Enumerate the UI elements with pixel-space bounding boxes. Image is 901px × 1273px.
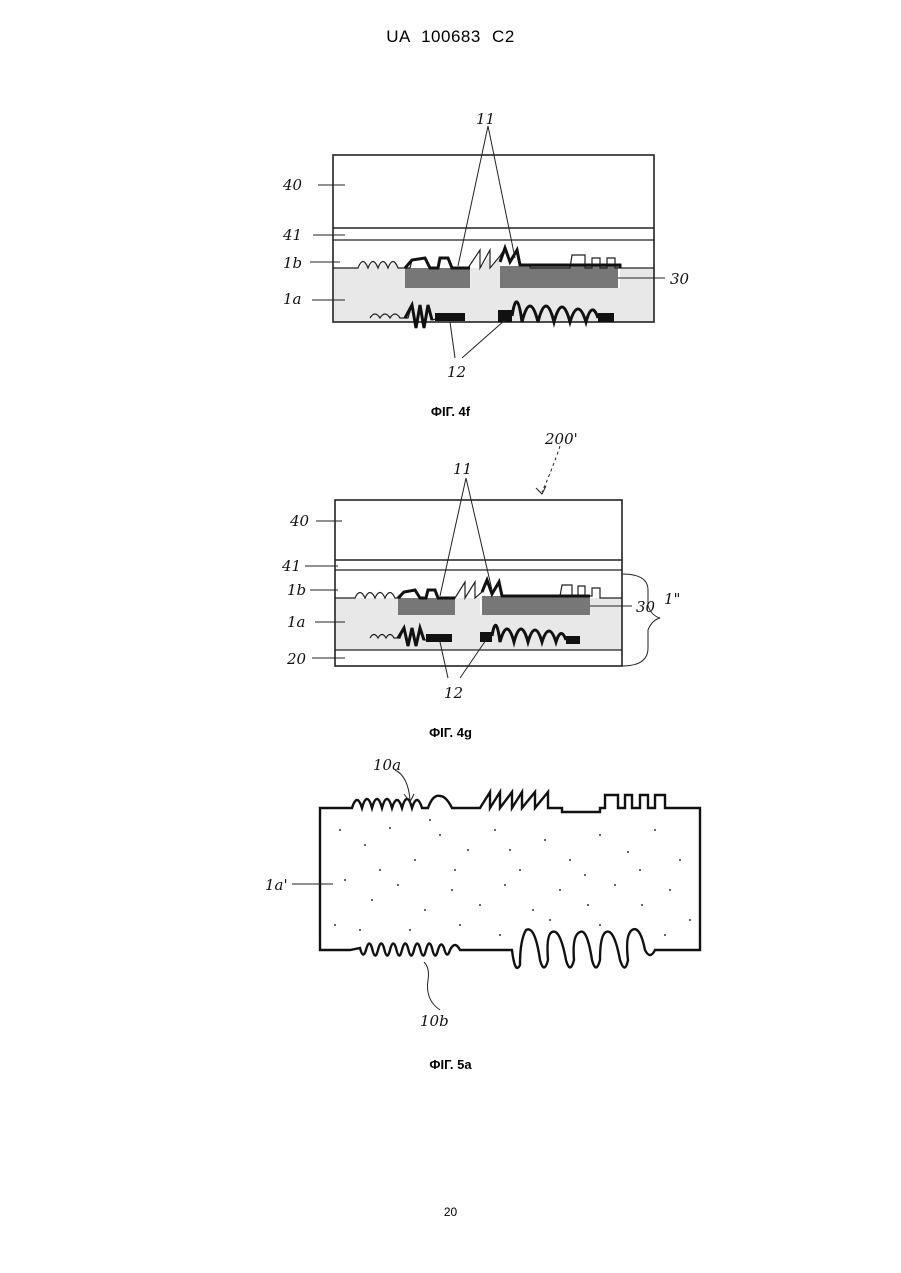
leader-12b: [462, 320, 505, 358]
substrate-1a-outline: [320, 792, 700, 968]
brace-1pp: [622, 574, 660, 666]
figure-4f-drawing: 40 41 1b 1a 11 12 30: [0, 100, 901, 400]
label-1ap: 1a': [265, 876, 288, 894]
leader-11b: [466, 478, 492, 590]
block-12-right: [598, 313, 614, 322]
figure-4g-caption: ФІГ. 4g: [0, 725, 901, 740]
leader-11a: [458, 126, 488, 266]
figure-5a: 10a 1a' 10b: [0, 750, 901, 1050]
label-200: 200': [544, 430, 578, 448]
label-20: 20: [286, 650, 307, 668]
label-10a: 10a: [373, 756, 401, 774]
block-12-right: [566, 636, 580, 644]
leader-12a: [450, 322, 455, 358]
label-1b: 1b: [287, 581, 306, 599]
figure-4f: 40 41 1b 1a 11 12 30: [0, 100, 901, 400]
leader-11a: [440, 478, 466, 596]
label-12: 12: [444, 684, 463, 702]
figure-4g: 200' 40 41 1b 1a 20 11 12 30 1": [0, 425, 901, 720]
label-1pp: 1": [664, 590, 680, 608]
label-41: 41: [282, 226, 302, 244]
leader-10b: [424, 962, 440, 1010]
block-30-right: [500, 266, 618, 288]
label-40: 40: [289, 512, 310, 530]
block-12-left: [435, 313, 465, 321]
label-12: 12: [447, 363, 466, 381]
block-12-left: [426, 634, 452, 642]
label-11: 11: [453, 460, 472, 478]
label-1b: 1b: [283, 254, 302, 272]
figure-5a-drawing: 10a 1a' 10b: [0, 750, 901, 1050]
stipple-dots: [334, 819, 691, 936]
page-header: UA 100683 C2: [0, 27, 901, 47]
figure-4f-caption: ФІГ. 4f: [0, 404, 901, 419]
leader-11b: [488, 126, 515, 258]
label-11: 11: [476, 110, 495, 128]
arrow-200-line: [542, 446, 560, 492]
label-41: 41: [281, 557, 301, 575]
relief-11-right: [482, 580, 590, 596]
relief-11-left: [398, 590, 455, 598]
label-30: 30: [636, 598, 656, 616]
label-30: 30: [670, 270, 690, 288]
block-30-left: [398, 598, 455, 615]
label-40: 40: [282, 176, 303, 194]
label-1a: 1a: [287, 613, 306, 631]
figure-4g-drawing: 200' 40 41 1b 1a 20 11 12 30 1": [0, 425, 901, 720]
label-1a: 1a: [283, 290, 302, 308]
figure-5a-caption: ФІГ. 5a: [0, 1057, 901, 1072]
relief-11-right: [500, 248, 620, 268]
relief-11-left: [405, 258, 470, 268]
leader-10a: [395, 770, 410, 800]
page-number: 20: [0, 1205, 901, 1219]
block-30-left: [405, 268, 470, 288]
block-30-right: [482, 596, 590, 615]
label-10b: 10b: [420, 1012, 449, 1030]
